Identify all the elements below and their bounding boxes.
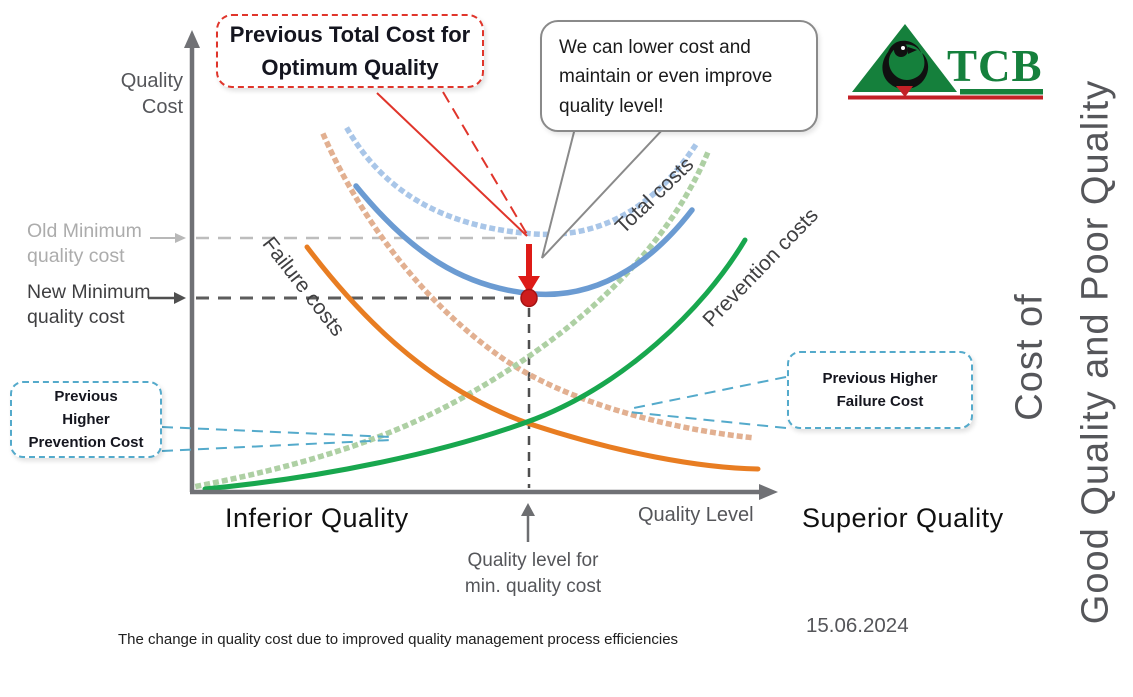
logo-green-underline [960,89,1043,95]
logo-phoenix-eye-icon [901,46,905,50]
logo-triangle-icon [852,24,957,92]
red-callout-tail-left [376,92,528,237]
cost-drop-arrowhead-icon [518,276,540,294]
previous-total-cost-text: Previous Total Cost for Optimum Quality [229,22,471,80]
total-costs-old-curve [344,126,701,238]
logo-phoenix-head-icon [894,43,908,57]
red-callout-tail-right [442,91,529,237]
failure-callout-tail-bottom [628,411,787,429]
failure-costs-curve [304,244,761,472]
failure-costs-old-curve [320,132,759,442]
x-axis-label: Quality Level [638,504,754,526]
tcb-logo [848,24,1043,100]
previous-prevention-callout: Previous Higher Prevention Cost [10,381,162,458]
logo-phoenix-beak-icon [908,47,917,54]
previous-failure-callout: Previous Higher Failure Cost [787,351,973,429]
new-minimum-arrowhead-icon [174,292,186,304]
new-minimum-label: New Minimum quality cost [27,281,151,329]
inferior-quality-label: Inferior Quality [225,503,409,533]
logo-phoenix-icon [882,40,929,90]
lower-cost-text: We can lower cost and maintain or even i… [559,37,773,117]
y-axis-arrowhead-icon [184,30,200,48]
new-optimum-point [520,288,538,308]
prevention-callout-tail-bottom [161,439,392,452]
x-axis-arrowhead-icon [759,484,778,500]
side-title-cost-of: Cost of [1008,293,1051,421]
min-quality-level-arrowhead-icon [521,503,535,516]
superior-quality-label: Superior Quality [802,503,1004,533]
prevention-costs-curve [202,237,748,492]
old-minimum-label: Old Minimum quality cost [27,220,142,268]
previous-prevention-text: Previous Higher Prevention Cost [28,387,144,452]
side-title-good-poor-quality: Good Quality and Poor Quality [1074,79,1117,625]
slide-caption: The change in quality cost due to improv… [118,631,679,648]
old-minimum-arrowhead-icon [175,233,186,243]
previous-failure-text: Previous Higher Failure Cost [822,369,938,410]
prevention-callout-tail-top [161,426,392,438]
failure-callout-tail-top [628,376,787,410]
min-quality-level-label: Quality level for min. quality cost [464,550,602,597]
logo-phoenix-tail-icon [896,86,913,97]
previous-total-cost-callout: Previous Total Cost for Optimum Quality [216,14,484,88]
lower-cost-speech-bubble: We can lower cost and maintain or even i… [540,20,818,132]
y-axis-label: Quality Cost [120,70,183,118]
slide-date: 15.06.2024 [806,614,909,637]
logo-red-underline [848,95,1043,100]
tcb-logo-text: TCB [947,41,1043,91]
